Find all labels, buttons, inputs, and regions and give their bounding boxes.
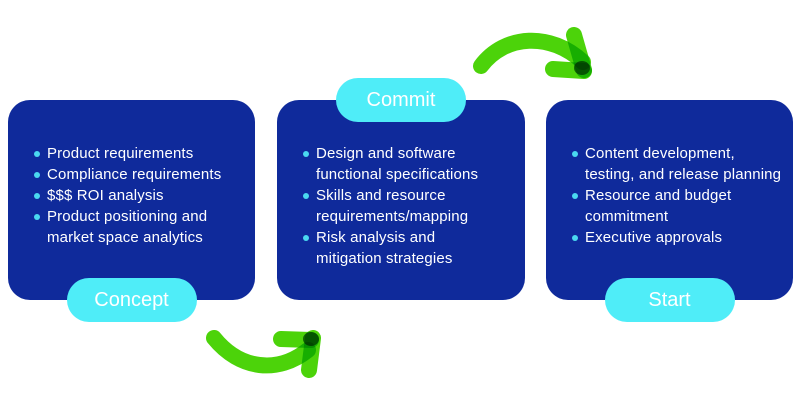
- list-item: Skills and resource requirements/mapping: [303, 185, 519, 227]
- list-item: Design and software functional specifica…: [303, 143, 519, 185]
- list-item: Product requirements: [34, 143, 249, 164]
- stage-pill-start: Start: [604, 278, 735, 322]
- list-item: Resource and budget commitment: [572, 185, 787, 227]
- stage-box-concept: Product requirements Compliance requirem…: [8, 100, 255, 322]
- bullet-text: Content development,: [585, 145, 735, 162]
- list-item: Risk analysis and mitigation strategies: [303, 227, 519, 269]
- bullet-text: commitment: [585, 208, 669, 225]
- curved-arrow-right-icon: [473, 27, 592, 79]
- bullet-dot-icon: [34, 213, 40, 220]
- curved-arrow-up-right-icon: [206, 330, 321, 378]
- start-bullet-list: Content development, testing, and releas…: [546, 100, 793, 248]
- bullet-text: testing, and release planning: [585, 166, 782, 183]
- bullet-text: Resource and budget: [585, 187, 732, 204]
- bullet-dot-icon: [303, 234, 309, 241]
- bullet-dot-icon: [572, 234, 578, 241]
- stage-box-commit: Commit Design and software functional sp…: [277, 78, 525, 300]
- bullet-text: Risk analysis and: [316, 229, 436, 246]
- bullet-text: Product positioning and: [47, 208, 208, 225]
- bullet-dot-icon: [572, 192, 578, 199]
- bullet-text: $$$ ROI analysis: [47, 187, 164, 204]
- bullet-text: market space analytics: [47, 229, 203, 246]
- bullet-dot-icon: [303, 150, 309, 157]
- list-item: Content development, testing, and releas…: [572, 143, 787, 185]
- list-item: Compliance requirements: [34, 164, 249, 185]
- list-item: $$$ ROI analysis: [34, 185, 249, 206]
- bullet-text: Design and software: [316, 145, 456, 162]
- bullet-dot-icon: [572, 150, 578, 157]
- bullet-dot-icon: [34, 150, 40, 157]
- stage-pill-concept: Concept: [66, 278, 197, 322]
- list-item: Product positioning and market space ana…: [34, 206, 249, 248]
- bullet-text: Product requirements: [47, 145, 194, 162]
- stage-pill-label: Start: [648, 288, 691, 311]
- stage-box-start: Content development, testing, and releas…: [546, 100, 793, 322]
- stage-pill-label: Concept: [94, 288, 169, 311]
- bullet-dot-icon: [34, 171, 40, 178]
- bullet-text: functional specifications: [316, 166, 479, 183]
- commit-bullet-list: Design and software functional specifica…: [277, 100, 525, 269]
- bullet-dot-icon: [303, 192, 309, 199]
- bullet-text: Compliance requirements: [47, 166, 222, 183]
- stage-pill-commit: Commit: [336, 78, 466, 122]
- bullet-text: Executive approvals: [585, 229, 723, 246]
- list-item: Executive approvals: [572, 227, 787, 248]
- bullet-text: requirements/mapping: [316, 208, 469, 225]
- bullet-text: mitigation strategies: [316, 250, 453, 267]
- bullet-text: Skills and resource: [316, 187, 446, 204]
- bullet-dot-icon: [34, 192, 40, 199]
- stage-pill-label: Commit: [366, 88, 436, 111]
- concept-bullet-list: Product requirements Compliance requirem…: [8, 100, 255, 248]
